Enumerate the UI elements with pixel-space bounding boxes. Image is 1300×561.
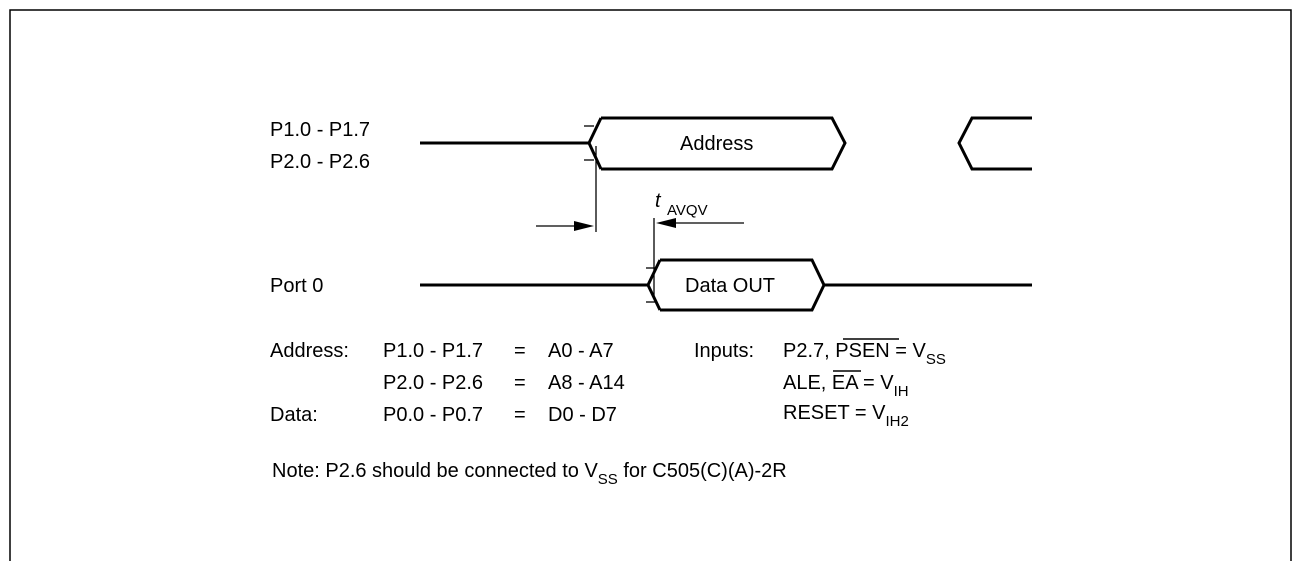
frame-border [9, 9, 1292, 561]
address-next-window [957, 116, 1032, 171]
legend-address-row2-ports: P2.0 - P2.6 [383, 372, 483, 394]
timing-arrow-left-head [574, 221, 594, 231]
port0-label: Port 0 [270, 275, 323, 297]
address-start-edge-left [587, 117, 603, 170]
legend-inputs-key: Inputs: [694, 340, 754, 362]
timing-arrow-right-head [656, 218, 676, 228]
address-valid-window [601, 116, 847, 171]
timing-parameter-symbol: t [655, 190, 662, 212]
address-port-label-p2: P2.0 - P2.6 [270, 151, 370, 173]
legend-address-row1-value: A0 - A7 [548, 340, 614, 362]
legend-data-row-value: D0 - D7 [548, 404, 617, 426]
legend-data-key: Data: [270, 404, 318, 426]
address-window-label: Address [680, 133, 753, 155]
legend-address-row2-value: A8 - A14 [548, 372, 625, 394]
legend-inputs-line1: P2.7, PSEN = VSS [783, 340, 946, 368]
ea-overbar-text: EA [832, 372, 859, 394]
legend-data-row-eq: = [514, 404, 526, 426]
legend-data-row-ports: P0.0 - P0.7 [383, 404, 483, 426]
note-text: Note: P2.6 should be connected to VSS fo… [272, 460, 787, 488]
psen-overbar-text: PSEN [835, 340, 889, 362]
legend-address-row1-ports: P1.0 - P1.7 [383, 340, 483, 362]
timing-parameter-subscript: AVQV [667, 202, 708, 219]
address-port-label-p1: P1.0 - P1.7 [270, 119, 370, 141]
legend-address-key: Address: [270, 340, 349, 362]
legend-address-row2-eq: = [514, 372, 526, 394]
legend-address-row1-eq: = [514, 340, 526, 362]
legend-inputs-line2: ALE, EA = VIH [783, 372, 909, 400]
legend-inputs-line3: RESET = VIH2 [783, 402, 909, 430]
data-out-label: Data OUT [685, 275, 775, 297]
